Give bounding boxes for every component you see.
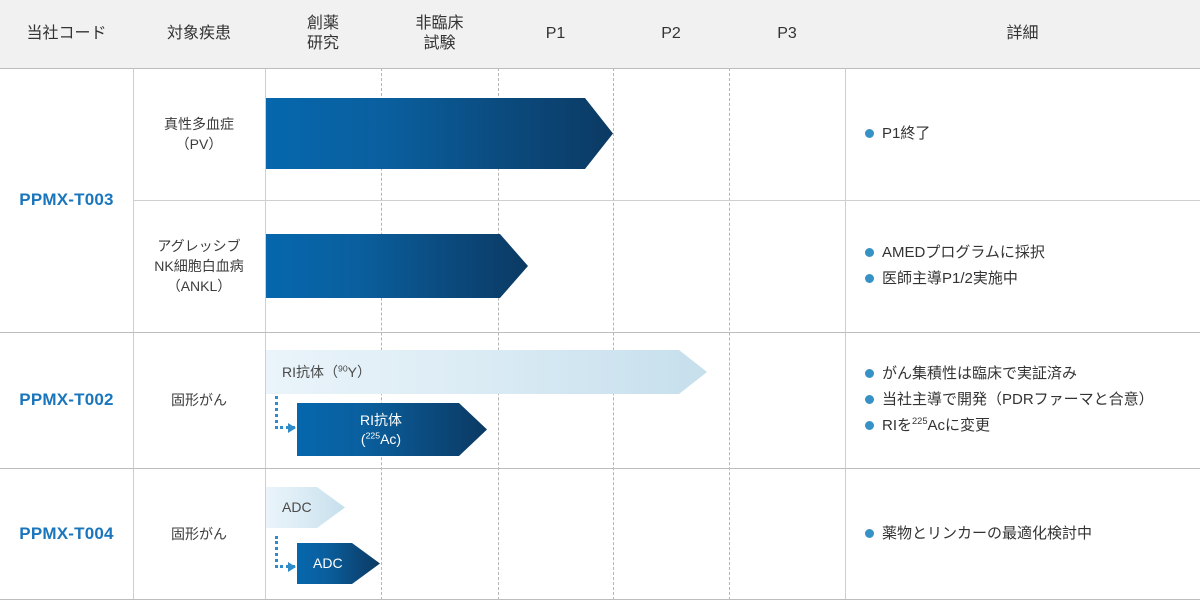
- stage-bar-dark: [266, 234, 528, 298]
- detail-bullet-text: AMEDプログラムに採択: [882, 243, 1045, 261]
- bullet-dot-icon: [865, 528, 874, 538]
- bullet-dot-icon: [865, 368, 874, 378]
- connector-arrowhead-icon: [288, 562, 296, 572]
- dotted-connector-arrow: [275, 396, 296, 433]
- connector-vertical-line: [275, 536, 278, 568]
- detail-bullet-item: P1終了: [865, 122, 1200, 146]
- detail-bullet-text: RIを225Acに変更: [882, 416, 991, 435]
- bullet-dot-icon: [865, 394, 874, 404]
- column-divider-2: [265, 68, 266, 600]
- disease-label: 固形がん: [171, 525, 227, 542]
- column-header-2: 対象疾患: [133, 0, 266, 69]
- column-divider-5: [613, 68, 614, 600]
- detail-bullet-text: 当社主導で開発（PDRファーマと合意）: [882, 390, 1154, 408]
- bullet-dot-icon: [865, 274, 874, 283]
- stage-bar-label: ADC: [313, 555, 343, 572]
- detail-bullet-text: がん集積性は臨床で実証済み: [882, 364, 1078, 382]
- stage-bar-light: RI抗体（90Y）: [266, 350, 707, 394]
- program-code-ppmx-t003: PPMX-T003: [19, 190, 114, 209]
- column-divider-4: [498, 68, 499, 600]
- connector-horizontal-line: [275, 426, 295, 429]
- detail-bullet-text: P1終了: [882, 124, 931, 142]
- detail-cell: P1終了: [845, 68, 1200, 200]
- stage-bar-dark: [266, 98, 613, 169]
- column-divider-1: [133, 68, 134, 600]
- disease-label: 固形がん: [171, 391, 227, 408]
- column-divider-7: [845, 68, 846, 600]
- subrow-divider: [133, 200, 1200, 201]
- stage-bar-dark: RI抗体(225Ac): [297, 403, 487, 456]
- column-header-5: P1: [498, 0, 614, 69]
- column-header-6: P2: [613, 0, 730, 69]
- detail-bullet-text: 医師主導P1/2実施中: [882, 270, 1018, 287]
- stage-bar-label: RI抗体（90Y）: [282, 363, 371, 380]
- detail-bullet-item: 医師主導P1/2実施中: [865, 267, 1200, 291]
- connector-horizontal-line: [275, 565, 295, 568]
- dotted-connector-arrow: [275, 536, 296, 572]
- connector-vertical-line: [275, 396, 278, 429]
- detail-bullet-item: RIを225Acに変更: [865, 414, 1200, 438]
- stage-bar-label: ADC: [282, 499, 312, 516]
- stage-bar-dark: ADC: [297, 543, 380, 584]
- bullet-dot-icon: [865, 128, 874, 138]
- program-code-ppmx-t004: PPMX-T004: [19, 524, 114, 543]
- stage-bar-light: ADC: [266, 487, 345, 528]
- bullet-dot-icon: [865, 421, 874, 431]
- detail-cell: がん集積性は臨床で実証済み当社主導で開発（PDRファーマと合意） RIを225Ac…: [845, 332, 1200, 468]
- column-header-7: P3: [729, 0, 846, 69]
- disease-label: 真性多血症 （PV）: [164, 115, 234, 152]
- detail-bullet-item: AMEDプログラムに採択: [865, 241, 1200, 265]
- column-divider-3: [381, 68, 382, 600]
- detail-cell: 薬物とリンカーの最適化検討中: [845, 468, 1200, 600]
- connector-arrowhead-icon: [288, 423, 296, 433]
- detail-bullet-item: がん集積性は臨床で実証済み: [865, 362, 1200, 386]
- column-header-8: 詳細: [845, 0, 1200, 69]
- program-code-ppmx-t002: PPMX-T002: [19, 390, 114, 409]
- bullet-dot-icon: [865, 247, 874, 257]
- row-divider-3: [0, 468, 1200, 469]
- stage-bar-label: RI抗体(225Ac): [360, 412, 402, 447]
- column-header-3: 創薬 研究: [265, 0, 382, 69]
- disease-label: アグレッシブ NK細胞白血病 （ANKL）: [154, 237, 244, 295]
- detail-bullet-item: 薬物とリンカーの最適化検討中: [865, 522, 1200, 546]
- row-divider-1: [0, 68, 1200, 69]
- row-divider-2: [0, 332, 1200, 333]
- column-header-4: 非臨床 試験: [381, 0, 499, 69]
- detail-cell: AMEDプログラムに採択医師主導P1/2実施中: [845, 200, 1200, 332]
- detail-bullet-item: 当社主導で開発（PDRファーマと合意）: [865, 388, 1200, 412]
- column-header-1: 当社コード: [0, 0, 134, 69]
- column-divider-6: [729, 68, 730, 600]
- detail-bullet-text: 薬物とリンカーの最適化検討中: [882, 524, 1093, 542]
